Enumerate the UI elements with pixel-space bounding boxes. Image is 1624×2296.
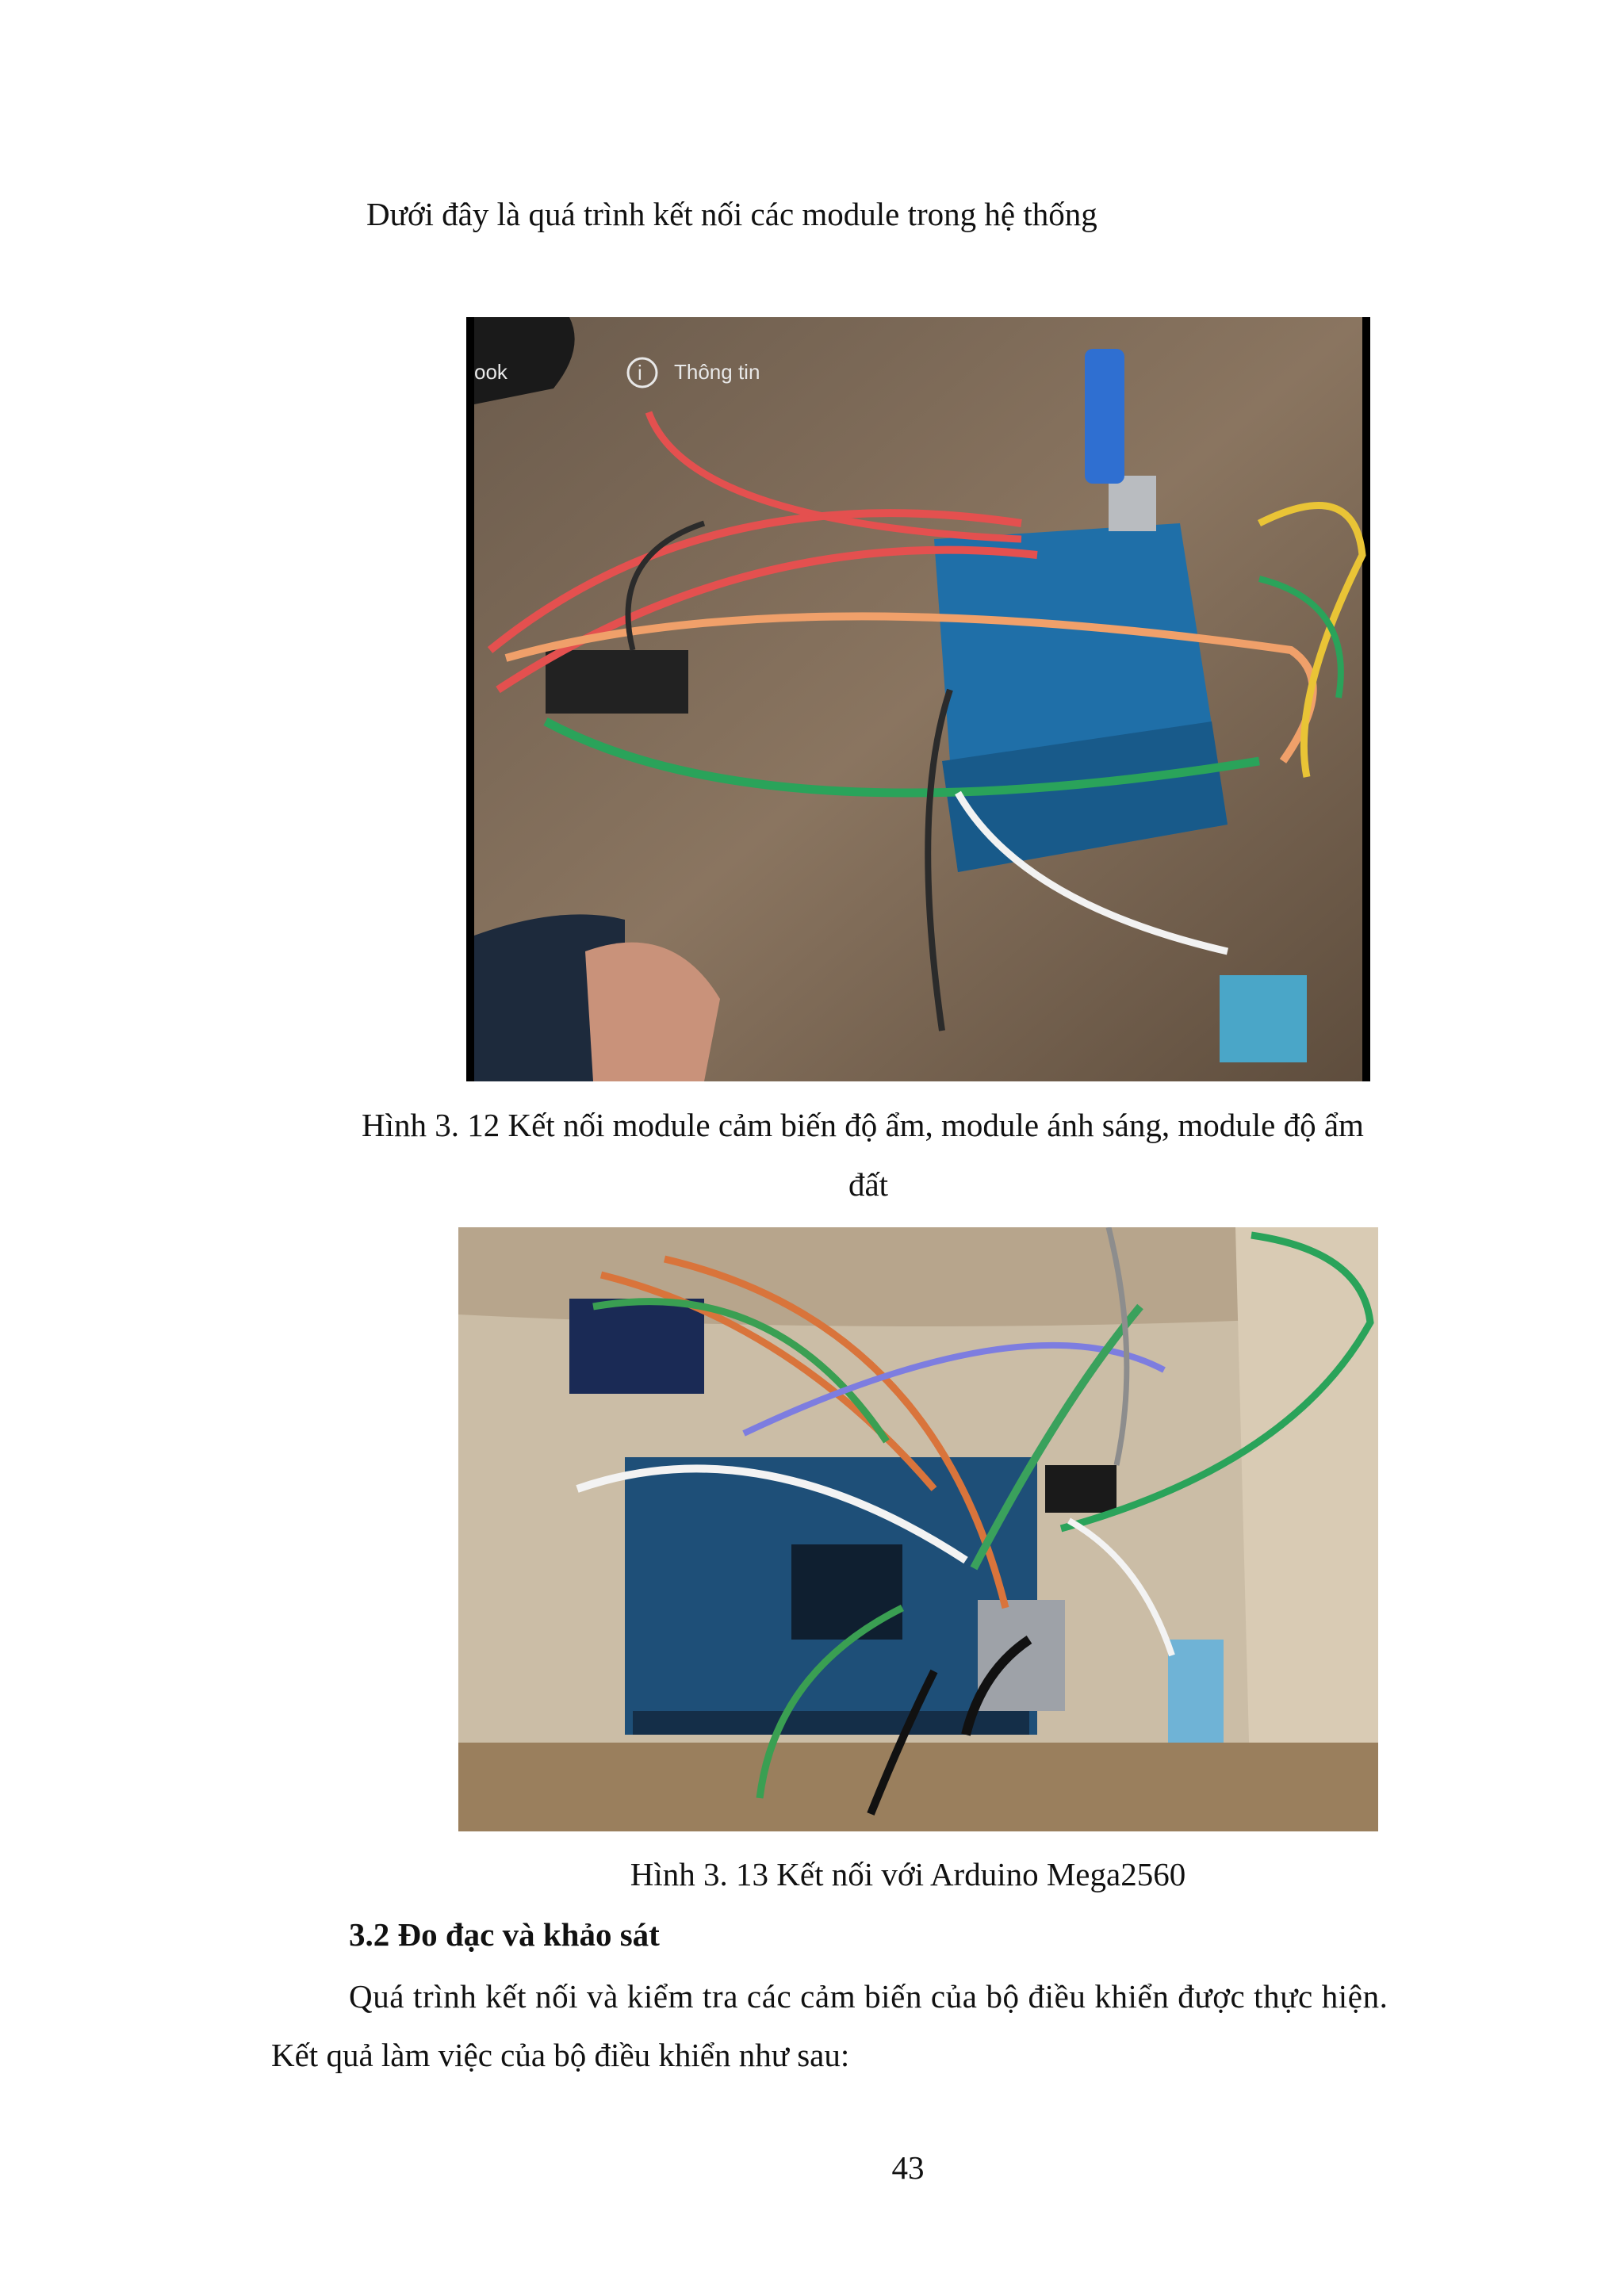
figure-1-photo: ook i Thông tin xyxy=(466,317,1370,1081)
intro-text: Dưới đây là quá trình kết nối các module… xyxy=(366,196,1097,232)
svg-text:i: i xyxy=(638,361,642,385)
figure-2-caption: Hình 3. 13 Kết nối với Arduino Mega2560 xyxy=(630,1856,1186,1892)
figure-2-photo xyxy=(458,1227,1378,1831)
figure-1-caption-line2: đất xyxy=(848,1166,889,1203)
page-number: 43 xyxy=(891,2149,925,2186)
section-paragraph-line1: Quá trình kết nối và kiểm tra các cảm bi… xyxy=(349,1978,1388,2015)
overlay-book-text: ook xyxy=(474,360,508,384)
section-paragraph-line2: Kết quả làm việc của bộ điều khiển như s… xyxy=(271,2037,850,2073)
info-icon: i xyxy=(626,357,658,388)
section-heading: 3.2 Đo đạc và khảo sát xyxy=(349,1916,660,1953)
overlay-info-text: Thông tin xyxy=(674,360,760,384)
figure-1-caption-line1: Hình 3. 12 Kết nối module cảm biến độ ẩm… xyxy=(362,1107,1364,1143)
